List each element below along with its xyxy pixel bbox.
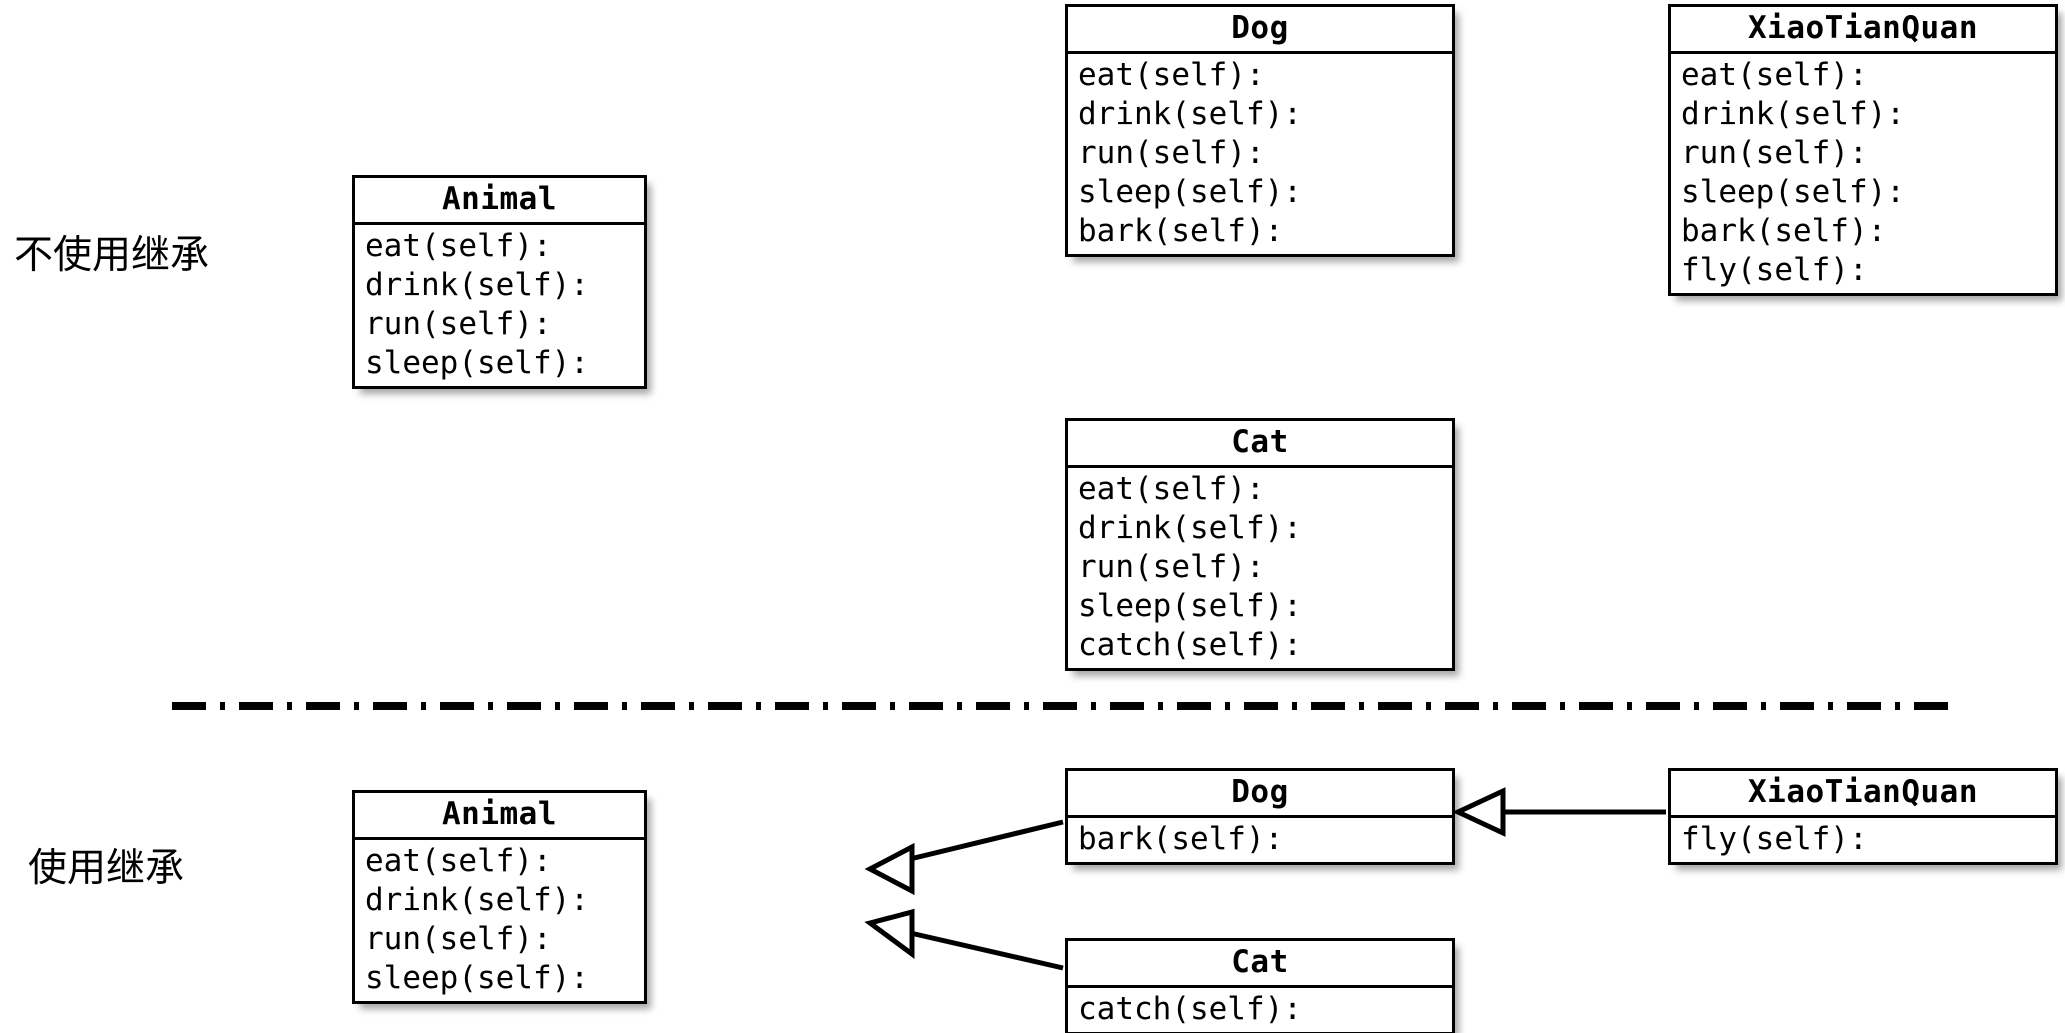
class-box-dog-top[interactable]: Dog eat(self): drink(self): run(self): s… — [1065, 4, 1455, 257]
class-member: bark(self): — [1078, 821, 1284, 857]
class-member: bark(self): — [1681, 213, 1887, 249]
class-member: eat(self): — [365, 843, 552, 879]
class-box-cat-bottom[interactable]: Cat catch(self): — [1065, 938, 1455, 1033]
class-member: bark(self): — [1078, 213, 1284, 249]
class-box-xiaotianquan-top[interactable]: XiaoTianQuan eat(self): drink(self): run… — [1668, 4, 2058, 296]
class-title-dog-top: Dog — [1068, 7, 1452, 54]
class-member: eat(self): — [365, 228, 552, 264]
class-title-xiaotianquan-top: XiaoTianQuan — [1671, 7, 2055, 54]
class-member: drink(self): — [365, 267, 589, 303]
class-member: sleep(self): — [1078, 174, 1302, 210]
class-member: sleep(self): — [365, 345, 589, 381]
class-title-xiaotianquan-bottom: XiaoTianQuan — [1671, 771, 2055, 818]
class-title-dog-bottom: Dog — [1068, 771, 1452, 818]
class-member: sleep(self): — [365, 960, 589, 996]
class-member: run(self): — [1078, 549, 1265, 585]
class-box-xiaotianquan-bottom[interactable]: XiaoTianQuan fly(self): — [1668, 768, 2058, 865]
class-members-dog-bottom: bark(self): — [1068, 818, 1452, 862]
class-members-xiaotianquan-top: eat(self): drink(self): run(self): sleep… — [1671, 54, 2055, 293]
class-box-dog-bottom[interactable]: Dog bark(self): — [1065, 768, 1455, 865]
class-members-xiaotianquan-bottom: fly(self): — [1671, 818, 2055, 862]
generalization-arrow-cat-to-animal — [864, 908, 1064, 971]
class-box-animal-bottom[interactable]: Animal eat(self): drink(self): run(self)… — [352, 790, 647, 1004]
generalization-arrow-dog-to-animal — [864, 819, 1064, 896]
class-members-dog-top: eat(self): drink(self): run(self): sleep… — [1068, 54, 1452, 254]
class-member: run(self): — [365, 921, 552, 957]
class-member: eat(self): — [1681, 57, 1868, 93]
class-member: drink(self): — [365, 882, 589, 918]
class-member: run(self): — [365, 306, 552, 342]
hollow-triangle-arrowhead-icon — [1452, 787, 1506, 837]
class-member: sleep(self): — [1078, 588, 1302, 624]
connector-line — [905, 819, 1064, 863]
class-members-animal-top: eat(self): drink(self): run(self): sleep… — [355, 225, 644, 386]
class-member: eat(self): — [1078, 57, 1265, 93]
generalization-arrow-xiaotianquan-to-dog — [1452, 787, 1666, 837]
section-caption-with-inheritance: 使用继承 — [28, 846, 185, 891]
class-members-animal-bottom: eat(self): drink(self): run(self): sleep… — [355, 840, 644, 1001]
connector-line — [905, 929, 1064, 971]
hollow-triangle-arrowhead-icon — [864, 842, 915, 896]
class-title-animal-bottom: Animal — [355, 793, 644, 840]
section-caption-without-inheritance: 不使用继承 — [14, 233, 210, 278]
class-member: catch(self): — [1078, 627, 1302, 663]
class-member: eat(self): — [1078, 471, 1265, 507]
class-member: run(self): — [1078, 135, 1265, 171]
class-members-cat-top: eat(self): drink(self): run(self): sleep… — [1068, 468, 1452, 668]
class-member: fly(self): — [1681, 252, 1868, 288]
class-member: catch(self): — [1078, 991, 1302, 1027]
class-member: drink(self): — [1078, 96, 1302, 132]
class-member: sleep(self): — [1681, 174, 1905, 210]
class-box-cat-top[interactable]: Cat eat(self): drink(self): run(self): s… — [1065, 418, 1455, 671]
class-box-animal-top[interactable]: Animal eat(self): drink(self): run(self)… — [352, 175, 647, 389]
class-title-cat-top: Cat — [1068, 421, 1452, 468]
class-title-animal-top: Animal — [355, 178, 644, 225]
class-member: run(self): — [1681, 135, 1868, 171]
class-member: drink(self): — [1078, 510, 1302, 546]
hollow-triangle-arrowhead-icon — [864, 908, 915, 959]
class-member: drink(self): — [1681, 96, 1905, 132]
class-title-cat-bottom: Cat — [1068, 941, 1452, 988]
section-divider — [172, 702, 1958, 710]
class-member: fly(self): — [1681, 821, 1868, 857]
class-members-cat-bottom: catch(self): — [1068, 988, 1452, 1032]
